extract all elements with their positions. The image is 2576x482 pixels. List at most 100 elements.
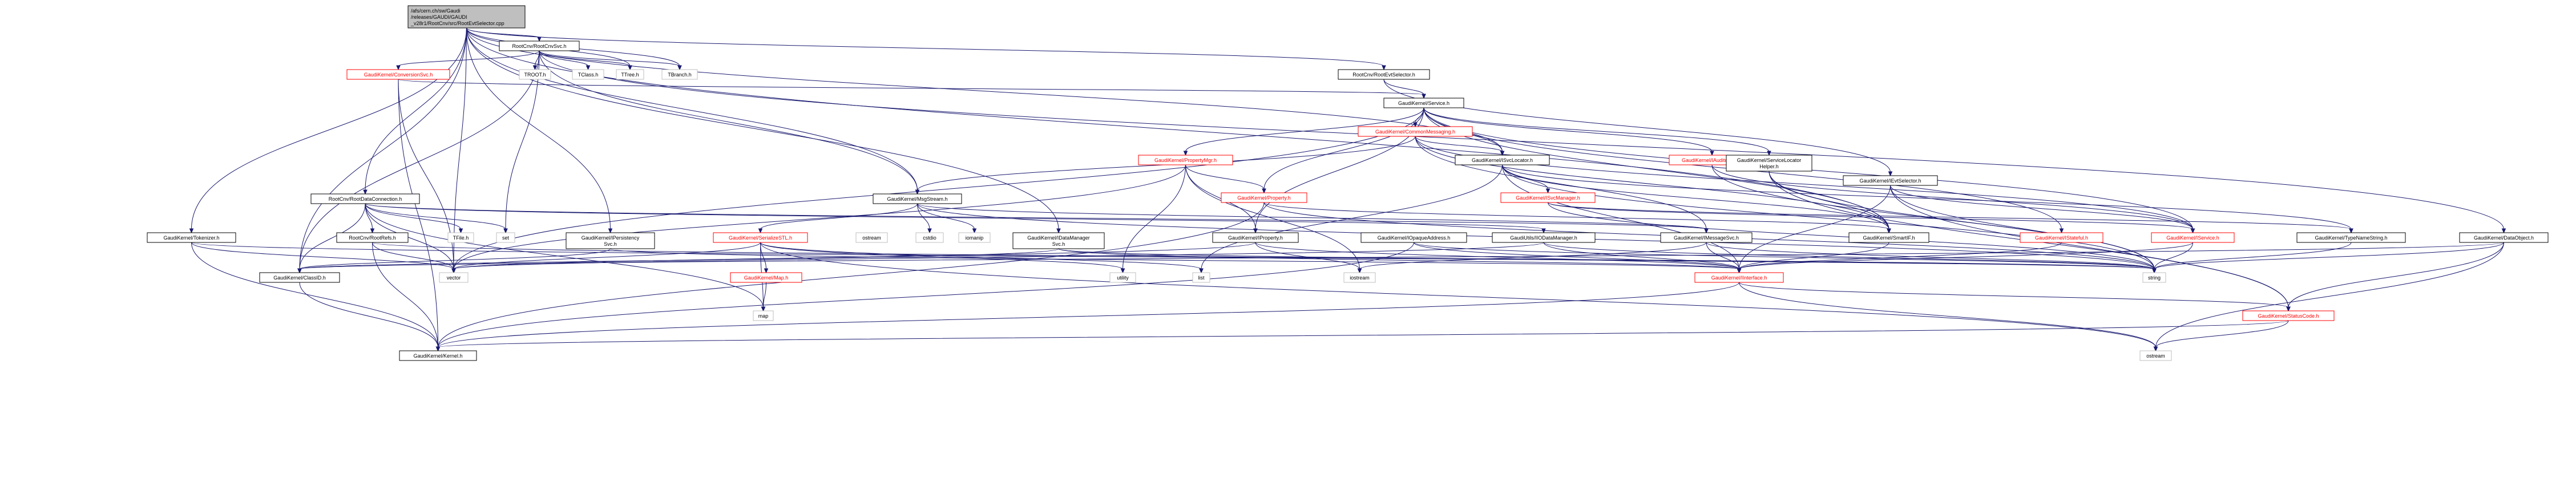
node-gk_classid[interactable]: GaudiKernel/ClassID.h <box>259 272 340 283</box>
node-label: GaudiKernel/IOpaqueAddress.h <box>1378 235 1451 241</box>
node-label: GaudiKernel/DataObject.h <box>2474 235 2534 241</box>
node-gk_commonmessaging[interactable]: GaudiKernel/CommonMessaging.h <box>1358 126 1473 137</box>
node-rootevtselector_h[interactable]: RootCnv/RootEvtSelector.h <box>1338 69 1430 80</box>
node-label: GaudiKernel/ClassID.h <box>273 275 326 281</box>
node-box <box>616 69 644 80</box>
edge-gk_conversionsvc-to-vector <box>398 79 456 274</box>
edge-gk_dataobject-to-string <box>2152 242 2504 274</box>
node-gk_propertymgr[interactable]: GaudiKernel/PropertyMgr.h <box>1138 155 1233 165</box>
node-box <box>399 350 477 361</box>
node-label: GaudiKernel/TypeNameString.h <box>2315 235 2387 241</box>
edge-gk_dataobject-to-ostream <box>2153 242 2504 352</box>
edge-gk_msgstream-to-iomanip <box>917 203 977 234</box>
node-iomanip: iomanip <box>958 232 991 243</box>
node-box <box>346 69 450 80</box>
node-label: GaudiKernel/IDataManager <box>1027 235 1090 241</box>
node-gk_statuscode[interactable]: GaudiKernel/StatusCode.h <box>2242 310 2335 321</box>
edge-root-to-gk_isvclocator <box>466 27 1505 156</box>
node-box <box>1212 232 1299 243</box>
node-box <box>1455 155 1550 165</box>
node-label: GaudiKernel/IService.h <box>2166 235 2219 241</box>
node-ttree: TTree.h <box>616 69 644 80</box>
node-label: Helper.h <box>1759 164 1779 169</box>
edge-gk_imessagesvc-to-iostream <box>1357 242 1707 274</box>
edge-gk_map-to-map <box>761 282 766 312</box>
node-box <box>439 272 469 283</box>
edge-rootdataconnection-to-map <box>365 203 766 312</box>
node-label: GaudiKernel/IStateful.h <box>2035 235 2088 241</box>
node-gk_dataobject[interactable]: GaudiKernel/DataObject.h <box>2459 232 2549 243</box>
node-label: /afs/cern.ch/sw/Gaudi <box>411 8 461 14</box>
node-label: GaudiKernel/IProperty.h <box>1228 235 1283 241</box>
node-gk_property[interactable]: GaudiKernel/Property.h <box>1221 192 1307 203</box>
edge-rootcnvsvc-to-tclass <box>539 50 591 71</box>
edge-gk_service-to-gk_propertymgr <box>1183 107 1424 156</box>
node-gk_imessagesvc[interactable]: GaudiKernel/IMessageSvc.h <box>1660 232 1753 243</box>
node-box <box>259 272 340 283</box>
node-label: list <box>1198 275 1205 281</box>
node-rootcnvsvc[interactable]: RootCnv/RootCnvSvc.h <box>499 40 580 51</box>
node-gk_iinterface[interactable]: GaudiKernel/IInterface.h <box>1694 272 1784 283</box>
node-gk_ievtselector[interactable]: GaudiKernel/IEvtSelector.h <box>1843 175 1938 186</box>
node-gk_iproperty[interactable]: GaudiKernel/IProperty.h <box>1212 232 1299 243</box>
node-box <box>1012 232 1105 249</box>
edge-rootdataconnection-to-set <box>365 203 508 234</box>
node-rootdataconnection[interactable]: RootCnv/RootDataConnection.h <box>310 193 420 204</box>
node-label: GaudiKernel/ISvcManager.h <box>1516 195 1580 201</box>
node-label: GaudiKernel/IEvtSelector.h <box>1859 178 1921 184</box>
node-box <box>873 193 962 204</box>
node-box <box>566 232 655 249</box>
node-gk_typenamestring[interactable]: GaudiKernel/TypeNameString.h <box>2296 232 2406 243</box>
node-label: _v28r1/RootCnv/src/RootEvtSelector.cpp <box>410 21 504 26</box>
node-gk_msgstream[interactable]: GaudiKernel/MsgStream.h <box>873 193 962 204</box>
edge-gk_iopaqueaddress-to-gk_kernel <box>435 242 1414 352</box>
node-gk_kernel[interactable]: GaudiKernel/Kernel.h <box>399 350 477 361</box>
node-label: GaudiKernel/IMessageSvc.h <box>1674 235 1739 241</box>
node-gk_serializestl[interactable]: GaudiKernel/SerializeSTL.h <box>713 232 808 243</box>
edge-gk_classid-to-gk_kernel <box>299 282 441 352</box>
node-rootrefs[interactable]: RootCnv/RootRefs.h <box>336 232 409 243</box>
node-label: GaudiKernel/SmartIF.h <box>1863 235 1915 241</box>
node-gk_istateful[interactable]: GaudiKernel/IStateful.h <box>2020 232 2103 243</box>
node-box <box>753 310 774 321</box>
edge-gk_iopaqueaddress-to-gk_iinterface <box>1414 242 1742 274</box>
edge-gk_iservice-to-string <box>2152 242 2193 274</box>
edge-gaudiutils_ioc-to-vector <box>451 242 1544 274</box>
node-label: GaudiKernel/Map.h <box>744 275 789 281</box>
node-label: TBranch.h <box>668 72 692 78</box>
node-box <box>519 69 551 80</box>
node-root[interactable]: /afs/cern.ch/sw/Gaudi/releases/GAUDI/GAU… <box>407 5 526 29</box>
node-label: RootCnv/RootCnvSvc.h <box>512 43 566 49</box>
node-gk_conversionsvc[interactable]: GaudiKernel/ConversionSvc.h <box>346 69 450 80</box>
node-gk_service[interactable]: GaudiKernel/Service.h <box>1383 98 1464 108</box>
node-label: /releases/GAUDI/GAUDI <box>411 14 467 20</box>
edge-gk_msgstream-to-cstdio <box>917 203 932 234</box>
node-gaudiutils_ioc[interactable]: GaudiUtils/IIODataManager.h <box>1492 232 1596 243</box>
node-gk_iservice[interactable]: GaudiKernel/IService.h <box>2151 232 2235 243</box>
node-set: set <box>496 232 515 243</box>
edge-root-to-gk_idatamanagersvc <box>466 27 1061 234</box>
node-label: GaudiKernel/IInterface.h <box>1711 275 1767 281</box>
node-tbranch: TBranch.h <box>661 69 698 80</box>
edge-gk_msgstream-to-gk_serializestl <box>758 203 918 234</box>
node-box <box>2242 310 2335 321</box>
edge-rootcnvsvc-to-gk_dataobject <box>539 50 2506 234</box>
edge-gk_service-to-gk_servicelocatorhelper <box>1423 107 1771 156</box>
edge-gk_ipersistencysvc-to-gk_iinterface <box>610 248 1742 274</box>
node-label: GaudiKernel/SerializeSTL.h <box>729 235 792 241</box>
edge-rootevtselector_h-to-gk_service <box>1383 79 1426 99</box>
node-box <box>2151 232 2235 243</box>
node-gk_smartif[interactable]: GaudiKernel/SmartIF.h <box>1848 232 1929 243</box>
node-label: TROOT.h <box>524 72 546 78</box>
node-gk_isvcmanager[interactable]: GaudiKernel/ISvcManager.h <box>1500 192 1596 203</box>
node-gk_tokenizer[interactable]: GaudiKernel/Tokenizer.h <box>147 232 236 243</box>
node-label: TClass.h <box>578 72 599 78</box>
node-gk_isvclocator[interactable]: GaudiKernel/ISvcLocator.h <box>1455 155 1550 165</box>
node-gk_map[interactable]: GaudiKernel/Map.h <box>730 272 802 283</box>
node-gk_iopaqueaddress[interactable]: GaudiKernel/IOpaqueAddress.h <box>1360 232 1467 243</box>
node-box <box>310 193 420 204</box>
node-label: utility <box>1117 275 1129 281</box>
